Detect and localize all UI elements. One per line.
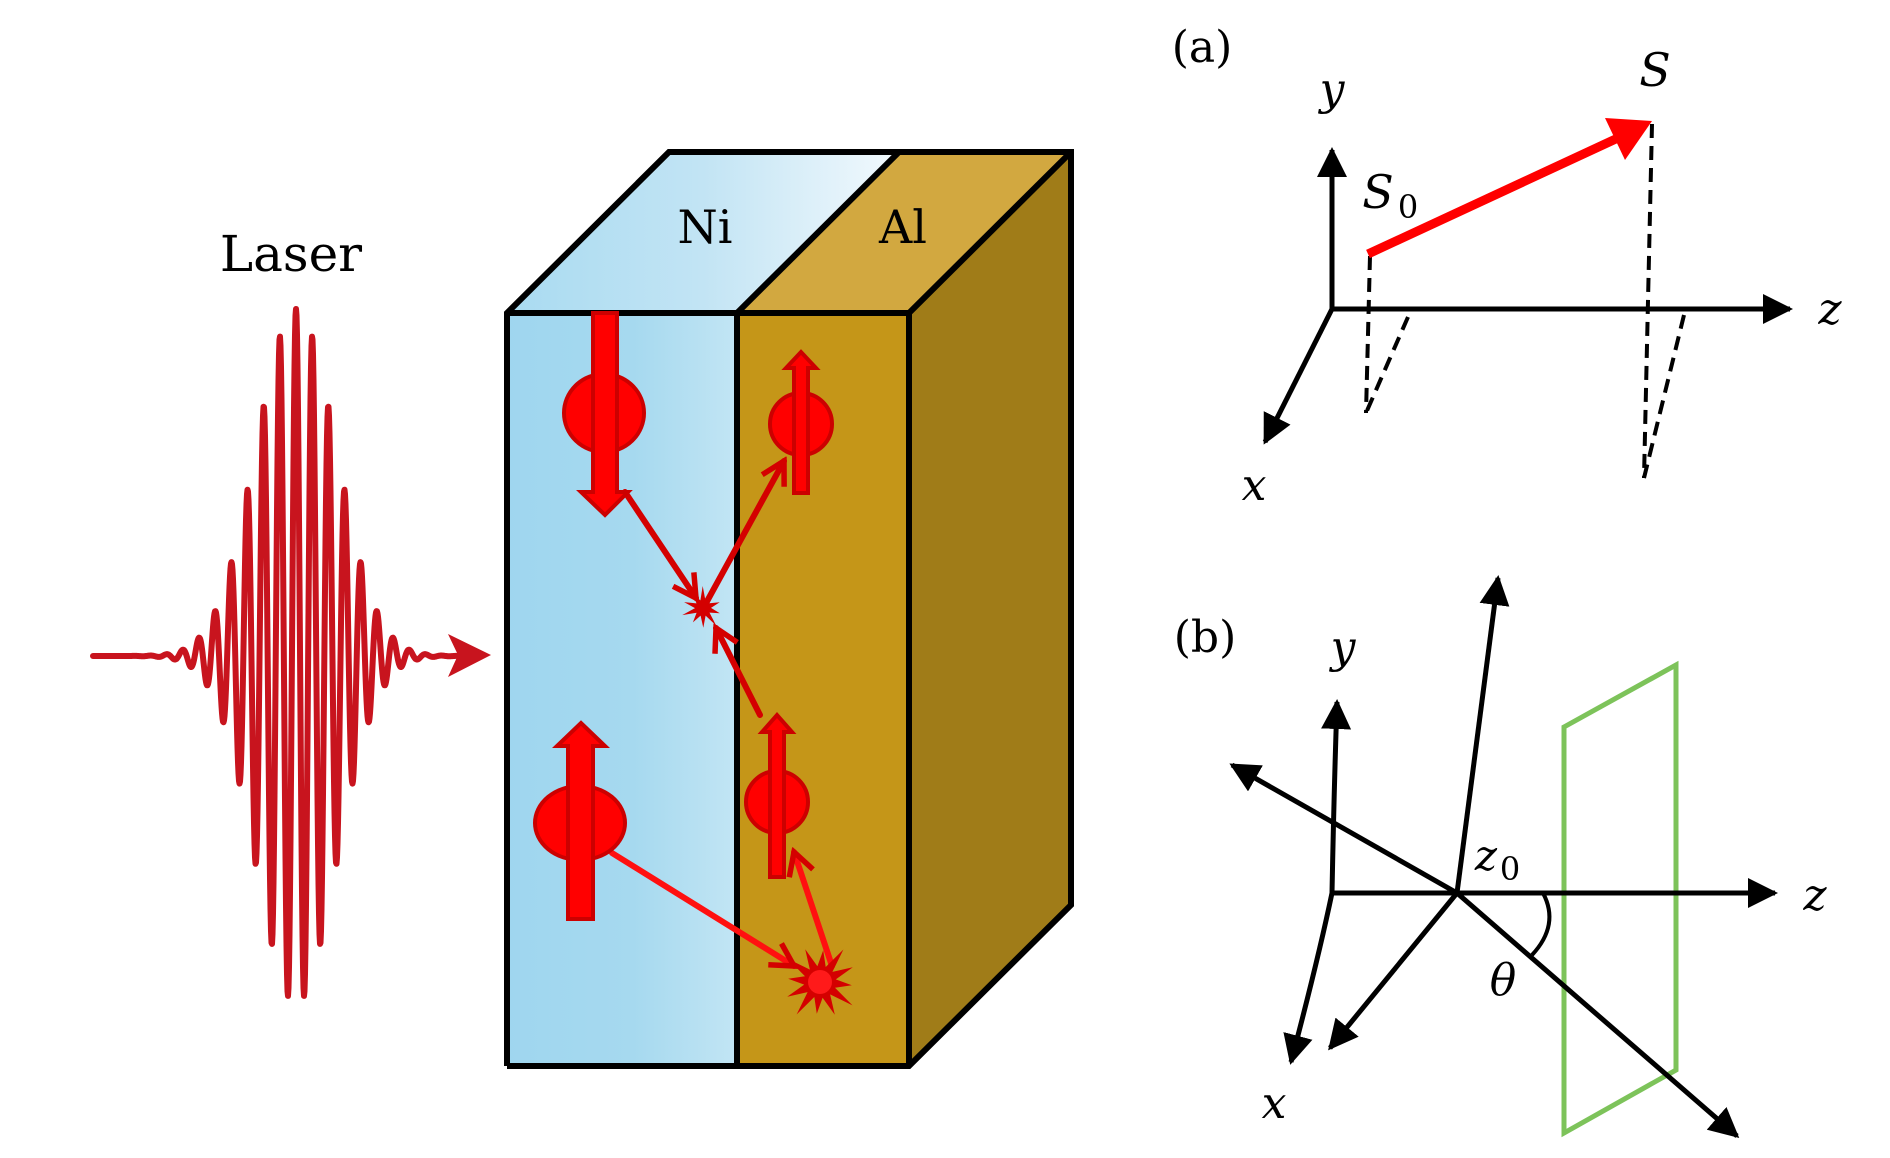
electron-trajectories bbox=[609, 461, 835, 969]
spin-up-arrow-icon bbox=[781, 349, 821, 495]
rotated-axis-up bbox=[1454, 575, 1510, 894]
laser-label: Laser bbox=[220, 225, 362, 283]
trajectory-scatter-1-to-al bbox=[702, 461, 787, 608]
panel-a-s-label: S bbox=[1639, 43, 1671, 97]
ni-top-face bbox=[507, 152, 899, 313]
spin-down-arrow-icon bbox=[576, 311, 633, 518]
panel-b-z-label: z bbox=[1802, 870, 1827, 921]
rotated-axis-up-left bbox=[1229, 762, 1459, 896]
trajectory-al-to-scatter-1 bbox=[716, 628, 763, 718]
scatter-burst-icon bbox=[682, 586, 720, 628]
detection-plane bbox=[1561, 660, 1679, 1138]
theta-label: θ bbox=[1490, 955, 1517, 1006]
spin-al-up bbox=[768, 349, 834, 495]
panel-a-z-label: z bbox=[1817, 284, 1842, 335]
laser-wave bbox=[90, 306, 465, 999]
al-top-face bbox=[737, 152, 1071, 313]
panel-a: (a) y z x S S 0 bbox=[1172, 22, 1843, 511]
panel-a-x-label: x bbox=[1242, 460, 1267, 511]
laser-pulse: Laser bbox=[90, 225, 491, 999]
laser-arrowhead-icon bbox=[448, 634, 491, 677]
panel-b-y-axis bbox=[1321, 699, 1352, 894]
trajectory-ni-to-scatter-2 bbox=[609, 850, 794, 969]
spin-up-arrow-icon bbox=[757, 711, 797, 879]
spin-vector bbox=[1366, 132, 1622, 259]
panel-a-projections bbox=[1364, 123, 1686, 479]
ni-label: Ni bbox=[678, 200, 733, 254]
slab-outline bbox=[504, 149, 1074, 1069]
panel-b-x-axis bbox=[1283, 892, 1335, 1065]
spin-ni-up bbox=[533, 720, 627, 921]
panel-a-s0-label: S 0 bbox=[1362, 165, 1418, 226]
rotated-axis-down-left bbox=[1328, 891, 1459, 1051]
panel-a-x-axis bbox=[1262, 307, 1335, 445]
trajectory-ni-to-scatter-1 bbox=[622, 489, 696, 598]
spin-vector-arrowhead-icon bbox=[1605, 118, 1652, 160]
panel-b: (b) y z x z 0 θ bbox=[1174, 575, 1827, 1138]
spin-ni-down bbox=[562, 311, 646, 518]
panel-a-tag: (a) bbox=[1172, 22, 1233, 73]
s0-subscript: 0 bbox=[1398, 188, 1418, 226]
ni-al-bilayer: Ni Al bbox=[504, 149, 1074, 1069]
theta-arc bbox=[1530, 892, 1552, 957]
al-side-face bbox=[909, 152, 1071, 1066]
scatter-burst-core bbox=[808, 970, 832, 994]
panel-b-y-label: y bbox=[1329, 622, 1357, 673]
trajectory-scatter-2-to-al bbox=[794, 852, 835, 969]
panel-b-tag: (b) bbox=[1174, 612, 1237, 663]
panel-a-y-label: y bbox=[1318, 64, 1346, 115]
al-label: Al bbox=[878, 200, 927, 254]
spin-al-up-2 bbox=[744, 711, 810, 879]
z0-main: z bbox=[1474, 831, 1498, 880]
s0-main: S bbox=[1362, 165, 1394, 219]
panel-b-x-label: x bbox=[1262, 1078, 1287, 1129]
spin-up-arrow-icon bbox=[552, 720, 610, 921]
z0-label: z 0 bbox=[1474, 831, 1520, 888]
rotated-axis-down-right bbox=[1455, 891, 1740, 1138]
z0-subscript: 0 bbox=[1500, 850, 1520, 888]
